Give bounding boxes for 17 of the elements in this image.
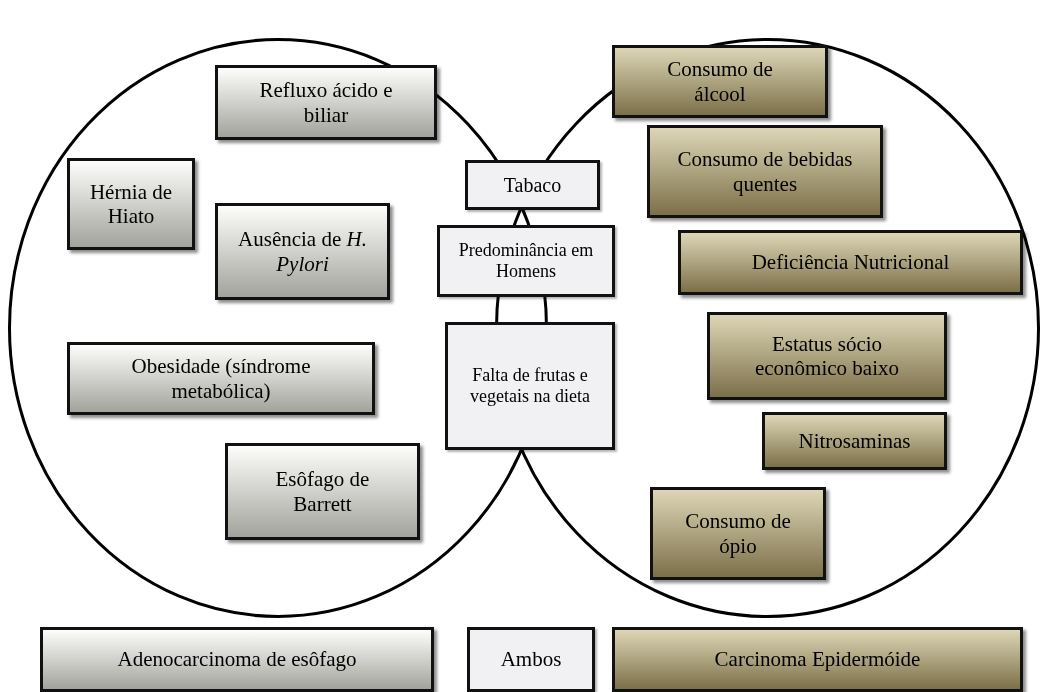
category-box: Consumo de ópio (650, 487, 826, 580)
category-box: Ausência de H. Pylori (215, 203, 390, 300)
category-box: Carcinoma Epidermóide (612, 627, 1023, 692)
category-box: Refluxo ácido e biliar (215, 65, 437, 140)
shared-factor-box: Tabaco (465, 160, 600, 210)
category-box: Deficiência Nutricional (678, 230, 1023, 295)
category-box: Obesidade (síndrome metabólica) (67, 342, 375, 415)
category-box: Esôfago de Barrett (225, 443, 420, 540)
category-box: Hérnia de Hiato (67, 158, 195, 250)
shared-factor-box: Predominância em Homens (437, 225, 615, 297)
category-box: Estatus sócio econômico baixo (707, 312, 947, 400)
category-box: Adenocarcinoma de esôfago (40, 627, 434, 692)
category-box: Nitrosaminas (762, 412, 947, 470)
shared-factor-box: Ambos (467, 627, 595, 692)
shared-factor-box: Falta de frutas e vegetais na dieta (445, 322, 615, 450)
category-box: Consumo de bebidas quentes (647, 125, 883, 218)
category-box: Consumo de álcool (612, 45, 828, 118)
